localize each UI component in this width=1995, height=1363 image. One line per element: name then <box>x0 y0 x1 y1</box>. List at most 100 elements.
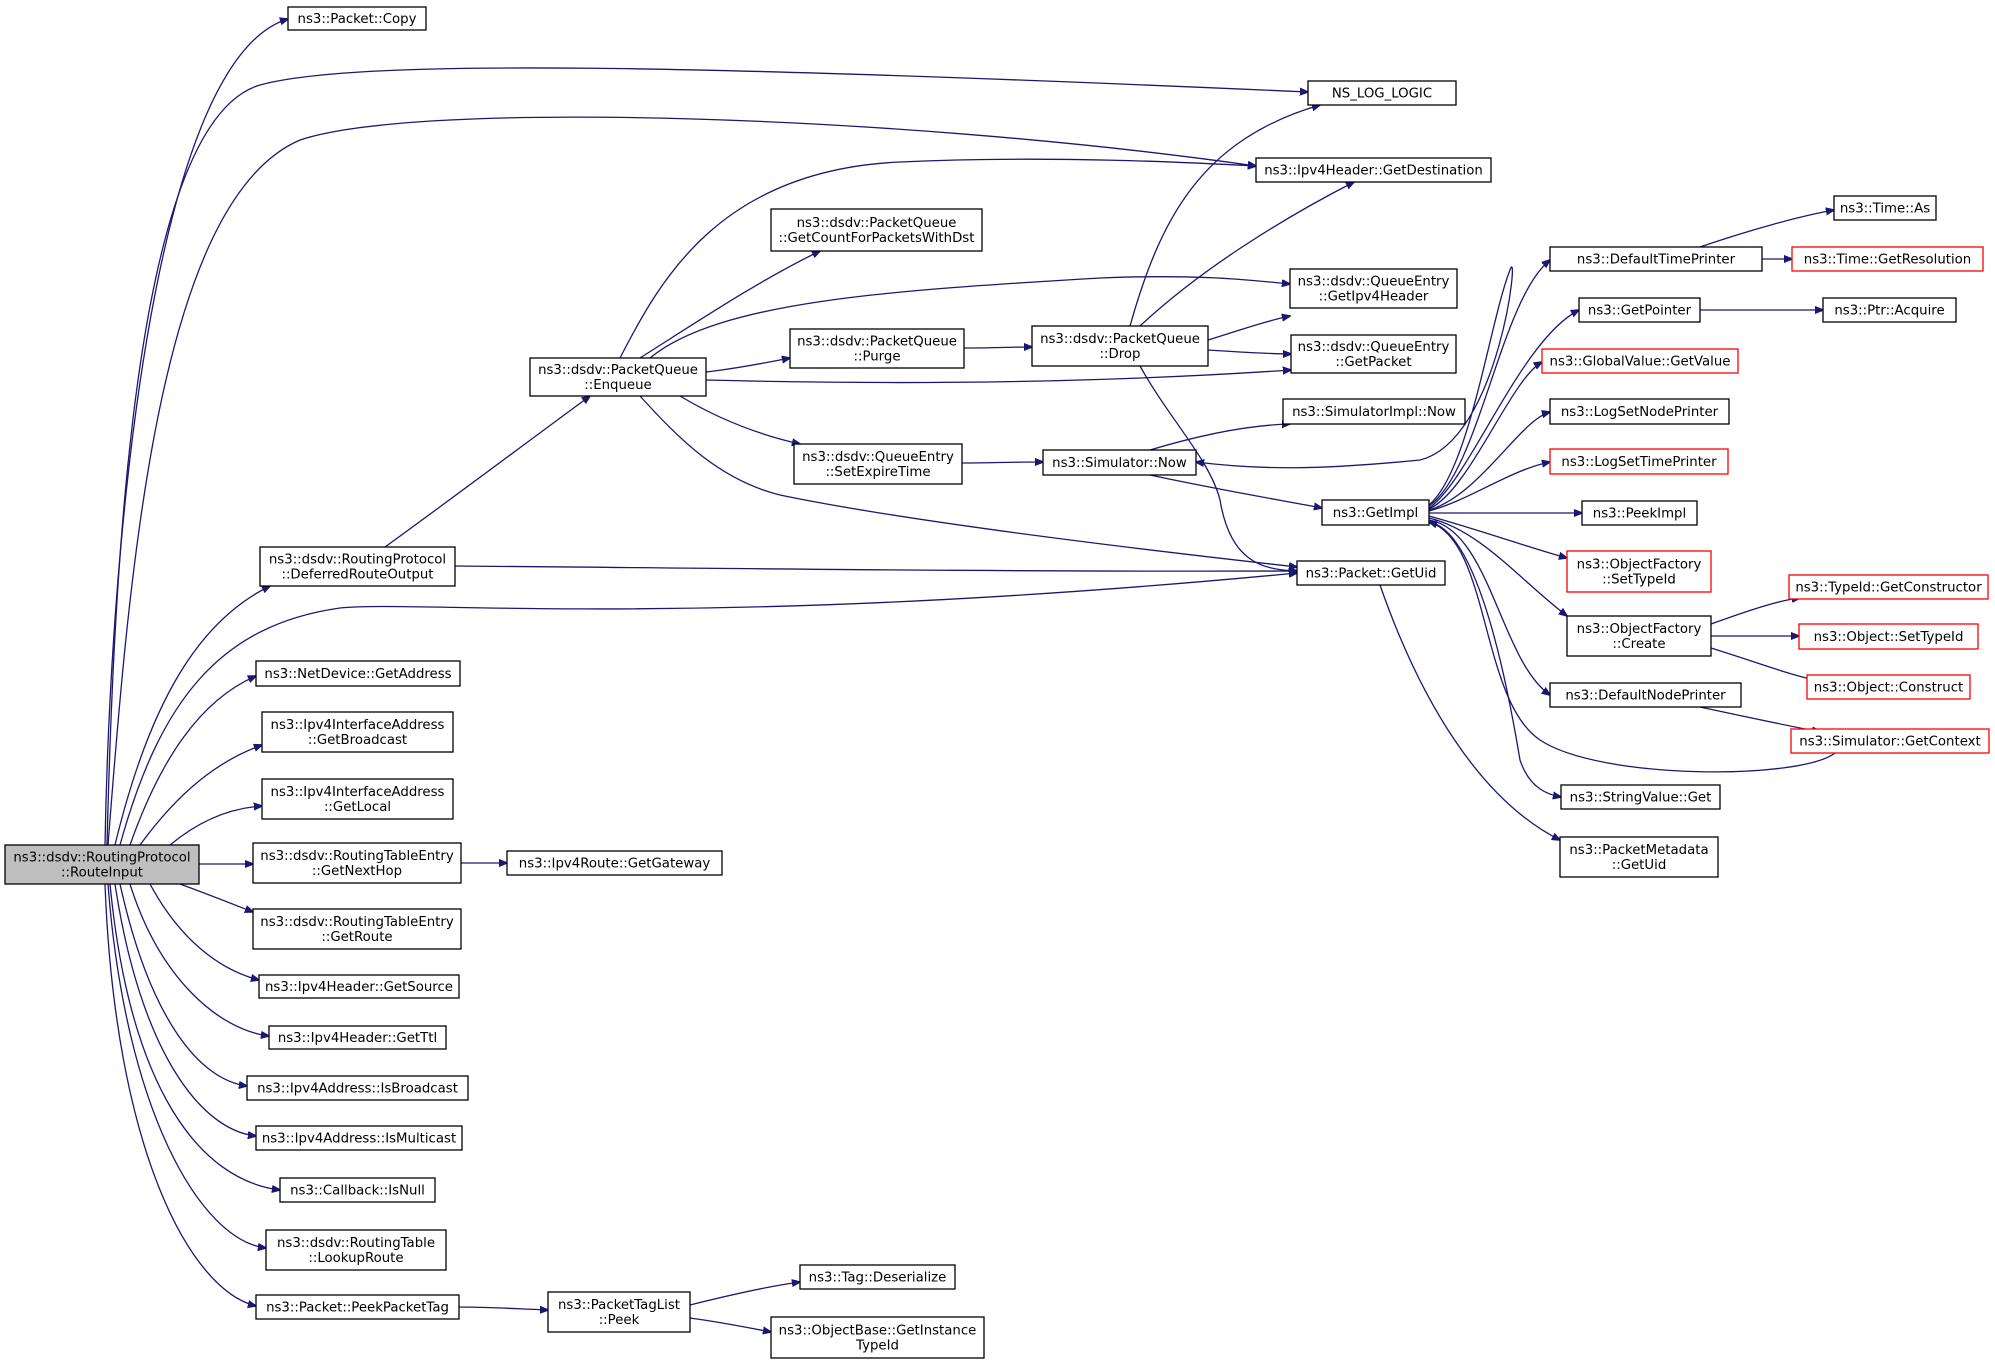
node-peekpackettag[interactable]: ns3::Packet::PeekPacketTag <box>255 1294 460 1320</box>
edge-root-to-getroute <box>179 883 253 912</box>
node-getcount[interactable]: ns3::dsdv::PacketQueue::GetCountForPacke… <box>770 208 983 252</box>
node-label: ::DeferredRouteOutput <box>281 568 433 583</box>
node-ismulticast[interactable]: ns3::Ipv4Address::IsMulticast <box>255 1125 463 1151</box>
node-getresolution[interactable]: ns3::Time::GetResolution <box>1791 246 1984 272</box>
node-objsettypeid[interactable]: ns3::Object::SetTypeId <box>1798 623 1979 650</box>
node-getipv4hdr[interactable]: ns3::dsdv::QueueEntry::GetIpv4Header <box>1289 268 1458 309</box>
node-getsource[interactable]: ns3::Ipv4Header::GetSource <box>258 974 460 999</box>
edge-enqueue-to-setexpire <box>679 395 800 444</box>
node-label: ns3::GetImpl <box>1333 506 1418 521</box>
node-box <box>1560 784 1721 810</box>
edge-root-to-ismulticast <box>114 883 256 1136</box>
node-enqueue[interactable]: ns3::dsdv::PacketQueue::Enqueue <box>529 357 707 397</box>
node-getpacket[interactable]: ns3::dsdv::QueueEntry::GetPacket <box>1290 334 1457 374</box>
node-label: ns3::Callback::IsNull <box>290 1184 425 1199</box>
node-getcontext[interactable]: ns3::Simulator::GetContext <box>1790 728 1990 754</box>
node-box <box>1566 615 1712 657</box>
node-getdest[interactable]: ns3::Ipv4Header::GetDestination <box>1255 157 1492 183</box>
node-label: ::GetUid <box>1612 858 1667 873</box>
node-box <box>789 328 965 369</box>
node-simimplnow[interactable]: ns3::SimulatorImpl::Now <box>1282 398 1466 425</box>
node-label: ns3::dsdv::PacketQueue <box>1040 332 1200 347</box>
node-getlocal[interactable]: ns3::Ipv4InterfaceAddress::GetLocal <box>261 778 454 820</box>
node-simnow[interactable]: ns3::Simulator::Now <box>1042 449 1197 476</box>
node-deftimeprinter[interactable]: ns3::DefaultTimePrinter <box>1549 246 1763 272</box>
edge-root-to-getttl <box>129 883 269 1036</box>
edge-getimpl-to-deftimeprinter <box>1428 260 1550 507</box>
node-ofcreate[interactable]: ns3::ObjectFactory::Create <box>1566 615 1712 657</box>
node-ptracquire[interactable]: ns3::Ptr::Acquire <box>1822 297 1957 323</box>
node-label: ::Enqueue <box>584 378 651 393</box>
node-nslog[interactable]: NS_LOG_LOGIC <box>1307 80 1457 106</box>
node-box <box>547 1291 691 1333</box>
node-label: ns3::dsdv::PacketQueue <box>538 363 698 378</box>
call-edges <box>104 19 1835 1332</box>
node-timeas[interactable]: ns3::Time::As <box>1833 195 1937 221</box>
edge-purge-to-drop <box>963 347 1032 348</box>
node-logsetnode[interactable]: ns3::LogSetNodePrinter <box>1549 398 1730 425</box>
node-label: ns3::PeekImpl <box>1593 507 1686 522</box>
edge-ptlpeek-to-getinsttypeid <box>689 1317 771 1332</box>
node-box <box>1806 674 1971 700</box>
node-purge[interactable]: ns3::dsdv::PacketQueue::Purge <box>789 328 965 369</box>
node-getpointer[interactable]: ns3::GetPointer <box>1578 297 1701 323</box>
node-drop[interactable]: ns3::dsdv::PacketQueue::Drop <box>1031 325 1209 367</box>
node-label: ns3::Simulator::Now <box>1052 456 1187 471</box>
node-logsettime[interactable]: ns3::LogSetTimePrinter <box>1549 448 1729 475</box>
node-defnodeprinter[interactable]: ns3::DefaultNodePrinter <box>1549 682 1742 708</box>
node-isnull[interactable]: ns3::Callback::IsNull <box>279 1177 436 1203</box>
node-stringget[interactable]: ns3::StringValue::Get <box>1560 784 1721 810</box>
node-tagdeser[interactable]: ns3::Tag::Deserialize <box>799 1264 956 1290</box>
node-label: ::GetLocal <box>324 800 391 815</box>
node-getgateway[interactable]: ns3::Ipv4Route::GetGateway <box>506 850 723 876</box>
edge-drop-to-nslog <box>1129 105 1320 327</box>
node-setexpire[interactable]: ns3::dsdv::QueueEntry::SetExpireTime <box>793 443 963 485</box>
node-ofsettypeid[interactable]: ns3::ObjectFactory::SetTypeId <box>1566 550 1712 593</box>
node-gvgetvalue[interactable]: ns3::GlobalValue::GetValue <box>1541 348 1739 374</box>
node-copy[interactable]: ns3::Packet::Copy <box>287 6 427 31</box>
node-box <box>770 208 983 252</box>
edge-root-to-getbroadcast <box>139 745 262 846</box>
node-box <box>1289 268 1458 309</box>
node-getroute[interactable]: ns3::dsdv::RoutingTableEntry::GetRoute <box>252 908 462 950</box>
node-getnexthop[interactable]: ns3::dsdv::RoutingTableEntry::GetNextHop <box>252 842 462 884</box>
node-getconstructor[interactable]: ns3::TypeId::GetConstructor <box>1788 574 1989 600</box>
node-getuid[interactable]: ns3::Packet::GetUid <box>1296 560 1446 586</box>
node-ptlpeek[interactable]: ns3::PacketTagList::Peek <box>547 1291 691 1333</box>
node-box <box>1549 448 1729 475</box>
edge-root-to-getlocal <box>169 806 262 846</box>
node-box <box>1788 574 1989 600</box>
node-box <box>529 357 707 397</box>
node-pmgetuid[interactable]: ns3::PacketMetadata::GetUid <box>1559 836 1719 878</box>
node-label: ::GetPacket <box>1335 355 1411 370</box>
node-label: ns3::Packet::PeekPacketTag <box>266 1301 449 1316</box>
node-getttl[interactable]: ns3::Ipv4Header::GetTtl <box>268 1025 447 1050</box>
node-getbroadcast[interactable]: ns3::Ipv4InterfaceAddress::GetBroadcast <box>261 711 454 753</box>
node-label: ns3::dsdv::RoutingTable <box>277 1236 435 1251</box>
edge-getimpl-to-logsetnode <box>1428 412 1550 511</box>
edge-ofcreate-to-getconstructor <box>1710 598 1800 625</box>
node-deferred[interactable]: ns3::dsdv::RoutingProtocol::DeferredRout… <box>259 546 456 587</box>
node-box <box>265 1229 447 1271</box>
node-objconstruct[interactable]: ns3::Object::Construct <box>1806 674 1971 700</box>
edge-root-to-deferred <box>114 586 270 846</box>
node-peekimpl[interactable]: ns3::PeekImpl <box>1581 500 1698 526</box>
node-getimpl[interactable]: ns3::GetImpl <box>1321 499 1430 526</box>
edge-getuid-to-pmgetuid <box>1379 584 1560 840</box>
node-box <box>1549 398 1730 425</box>
node-isbroadcast[interactable]: ns3::Ipv4Address::IsBroadcast <box>246 1075 469 1101</box>
node-getaddress[interactable]: ns3::NetDevice::GetAddress <box>255 660 461 687</box>
node-root[interactable]: ns3::dsdv::RoutingProtocol::RouteInput <box>4 844 200 885</box>
node-label: ns3::Ptr::Acquire <box>1834 304 1944 319</box>
edge-getimpl-to-stringget <box>1428 521 1561 797</box>
edge-deftimeprinter-to-timeas <box>1699 210 1834 248</box>
node-box <box>1282 398 1466 425</box>
node-box <box>506 850 723 876</box>
edge-ofcreate-to-objconstruct <box>1710 647 1815 680</box>
node-lookuproute[interactable]: ns3::dsdv::RoutingTable::LookupRoute <box>265 1229 447 1271</box>
edge-deferred-to-getuid <box>454 565 1297 571</box>
node-box <box>1290 334 1457 374</box>
node-box <box>255 1294 460 1320</box>
